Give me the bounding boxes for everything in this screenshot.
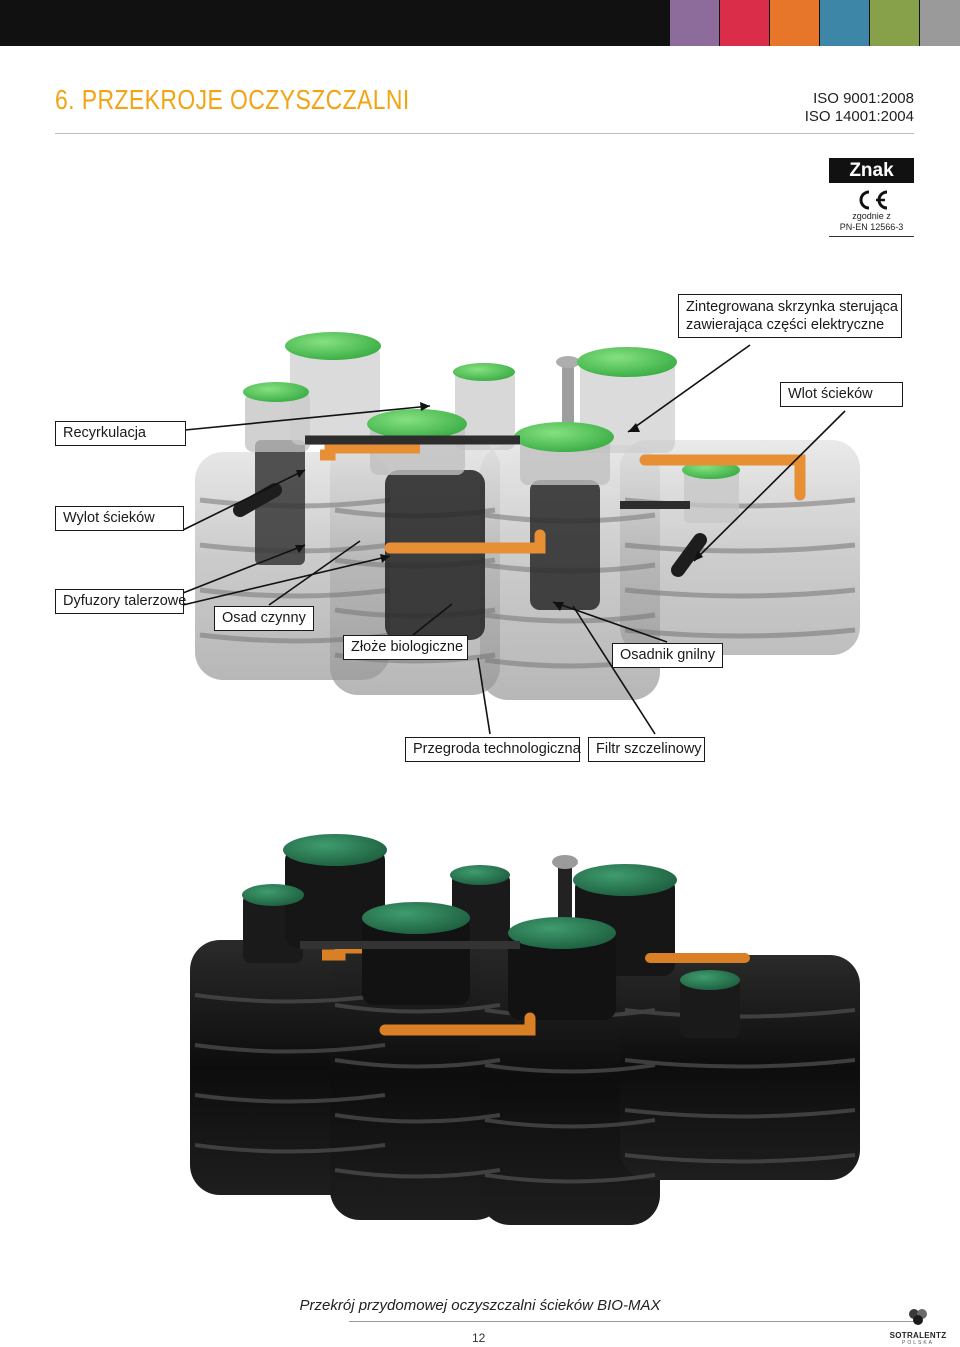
ce-badge-title: Znak [829,158,914,183]
label-control-box: Zintegrowana skrzynka sterująca zawieraj… [678,294,902,338]
ce-text-compliance: zgodnie z [852,211,891,221]
ce-certification-badge: Znak zgodnie z PN-EN 12566-3 [829,158,914,237]
color-swatch [720,0,769,46]
color-swatch [770,0,819,46]
header-divider [55,133,914,134]
ce-mark-icon [829,189,914,211]
label-recirculation: Recyrkulacja [55,421,186,446]
page-number: 12 [472,1331,486,1345]
sotralentz-logo: SOTRALENTZ POLSKA [886,1308,950,1346]
logo-emblem-icon [909,1309,927,1325]
logo-name: SOTRALENTZ [889,1331,947,1340]
leader-lines [182,344,846,735]
color-swatch [670,0,719,46]
color-swatch [920,0,960,46]
page-title: 6. PRZEKROJE OCZYSZCZALNI [55,84,410,115]
ce-text-standard: PN-EN 12566-3 [839,222,904,232]
iso-certifications: ISO 9001:2008 ISO 14001:2004 [805,90,914,126]
label-partition: Przegroda technologiczna [405,737,581,762]
label-control-box-line2: zawierająca części elektryczne [686,317,885,333]
label-activated-sludge: Osad czynny [214,606,314,631]
label-biological-bed: Złoże biologiczne [343,635,468,660]
label-control-box-line1: Zintegrowana skrzynka sterująca [686,299,898,315]
footer-divider [349,1321,914,1322]
iso-14001: ISO 14001:2004 [804,108,914,125]
iso-9001: ISO 9001:2008 [813,90,914,107]
transparent-tank-view [195,332,860,700]
label-slot-filter: Filtr szczelinowy [588,737,705,762]
label-diffusers: Dyfuzory talerzowe [55,589,186,614]
rendered-tank-view [190,834,860,1225]
label-outlet: Wylot ścieków [55,506,184,531]
label-inlet: Wlot ścieków [780,382,903,407]
label-septic-tank: Osadnik gnilny [612,643,723,668]
color-swatch [820,0,869,46]
logo-sub: POLSKA [901,1340,934,1346]
color-swatch [870,0,919,46]
ce-underline [829,236,914,237]
figure-caption: Przekrój przydomowej oczyszczalni ściekó… [299,1297,661,1314]
